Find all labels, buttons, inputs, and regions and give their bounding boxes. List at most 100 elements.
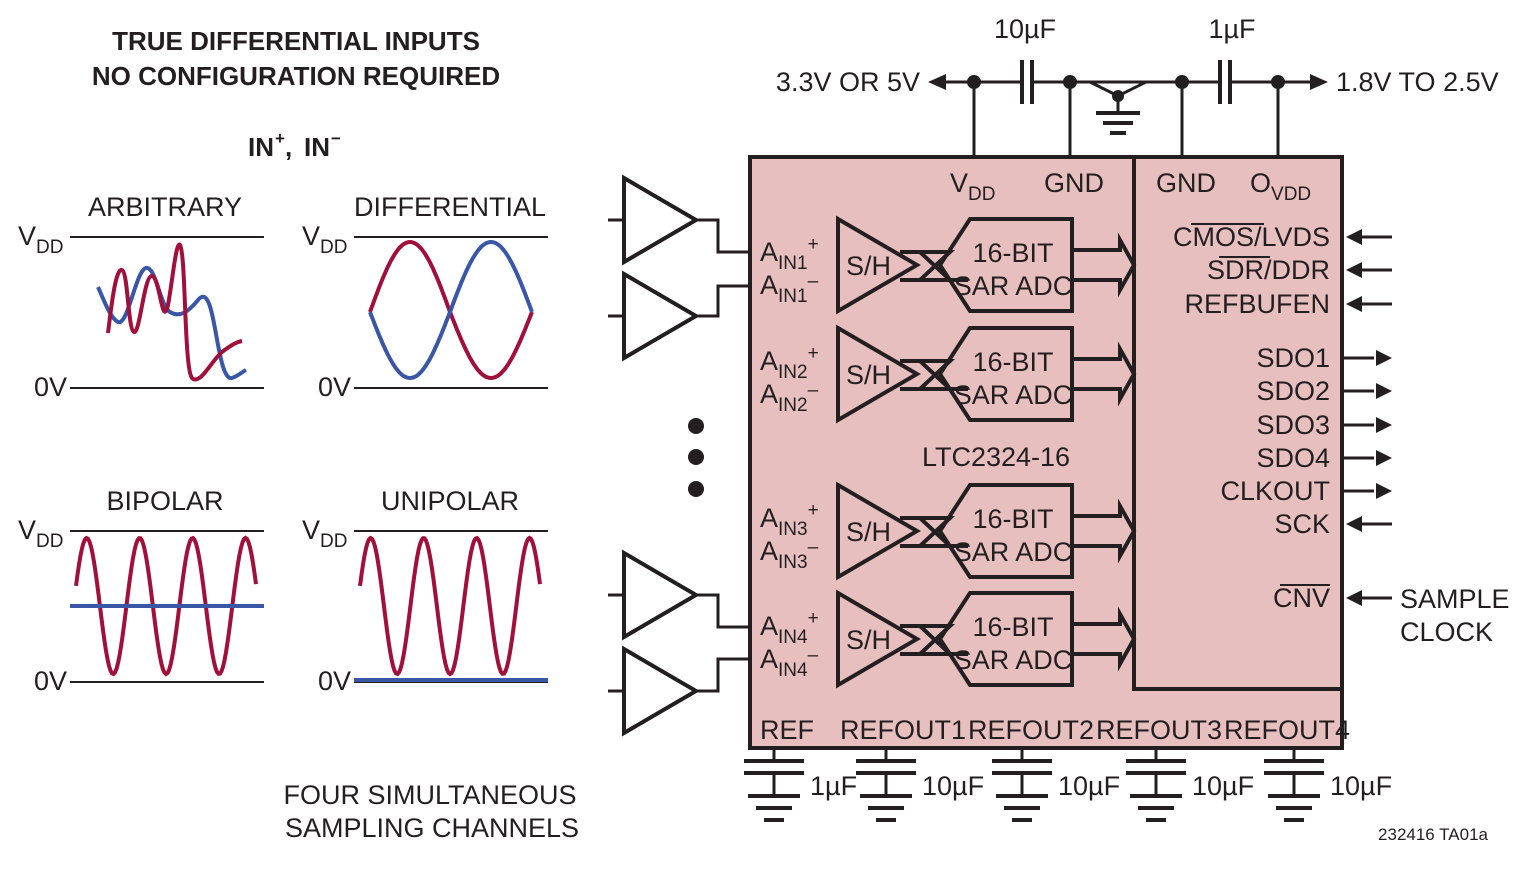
ain1-plus-label: AIN1+ xyxy=(760,234,819,274)
power-network xyxy=(928,60,1328,157)
sample-clock-line-2: CLOCK xyxy=(1400,617,1493,647)
input-drivers xyxy=(608,174,750,737)
adc-bits-label-1: 16-BIT xyxy=(972,238,1053,268)
bipolar-0v-label: 0V xyxy=(34,666,67,696)
differential-in-minus-trace-a xyxy=(368,311,452,381)
refout4-pin-label: REFOUT4 xyxy=(1224,715,1350,745)
differential-title: DIFFERENTIAL xyxy=(354,192,546,222)
digital-pin-labels: CMOS/LVDS SDR/DDR REFBUFEN SDO1 SDO2 SDO… xyxy=(1173,222,1330,613)
adc-type-label-3: SAR ADC xyxy=(954,537,1073,567)
ref-cap-label-2: 10µF xyxy=(922,771,984,801)
refbufen-input-arrow xyxy=(1346,296,1392,312)
differential-in-minus-trace-b xyxy=(448,239,534,313)
sample-hold-1 xyxy=(836,215,921,315)
ref-cap-label-3: 10µF xyxy=(1058,771,1120,801)
differential-0v-label: 0V xyxy=(318,372,351,402)
sample-hold-3 xyxy=(836,481,921,581)
refout3-pin-label: REFOUT3 xyxy=(1096,715,1222,745)
ovdd-cap-label: 1µF xyxy=(1208,14,1255,44)
sdo4-output-arrow xyxy=(1342,450,1392,466)
clkout-pin-label: CLKOUT xyxy=(1220,476,1330,506)
unipolar-0v-label: 0V xyxy=(318,666,351,696)
sample-hold-2 xyxy=(836,324,921,424)
sample-hold-label-3: S/H xyxy=(846,517,891,547)
differential-vdd-label: VDD xyxy=(302,221,347,258)
differential-in-plus-trace-b xyxy=(448,311,534,381)
ref-cap-label-4: 10µF xyxy=(1192,771,1254,801)
data-bus-arrow-3 xyxy=(1072,498,1137,564)
sck-input-arrow xyxy=(1346,516,1392,532)
vdd-cap-label: 10µF xyxy=(994,14,1056,44)
adc-type-label-2: SAR ADC xyxy=(954,380,1073,410)
sample-hold-4 xyxy=(836,589,921,689)
sdo2-pin-label: SDO2 xyxy=(1256,376,1330,406)
ref-cap-2: 10µF xyxy=(856,748,984,822)
legend-plus-superscript: + xyxy=(275,129,285,148)
sdo1-pin-label: SDO1 xyxy=(1256,343,1330,373)
arbitrary-in-minus-trace xyxy=(96,266,247,380)
arbitrary-title: ARBITRARY xyxy=(88,192,242,222)
driver-amp-3 xyxy=(608,549,750,641)
adc-type-label-1: SAR ADC xyxy=(954,271,1073,301)
cnv-input-arrow xyxy=(1346,590,1392,606)
ain3-plus-label: AIN3+ xyxy=(760,500,819,540)
bipolar-vdd-label: VDD xyxy=(18,515,63,552)
ref-cap-3: 10µF xyxy=(992,748,1120,822)
ain4-plus-label: AIN4+ xyxy=(760,608,819,648)
adc-bits-label-2: 16-BIT xyxy=(972,347,1053,377)
ref-pin-label: REF xyxy=(760,715,814,745)
waveform-rails xyxy=(70,236,548,683)
ain2-minus-label: AIN2– xyxy=(760,379,819,416)
sdo3-pin-label: SDO3 xyxy=(1256,410,1330,440)
data-bus-arrow-4 xyxy=(1072,606,1137,672)
ref-cap-5: 10µF xyxy=(1264,748,1392,822)
sck-pin-label: SCK xyxy=(1274,509,1330,539)
right-supply-label: 1.8V TO 2.5V xyxy=(1336,67,1499,97)
sar-adc-3 xyxy=(937,483,1074,579)
arbitrary-0v-label: 0V xyxy=(34,372,67,402)
gnd-pin-label-right: GND xyxy=(1156,168,1216,198)
bipolar-title: BIPOLAR xyxy=(106,486,223,516)
arbitrary-vdd-label: VDD xyxy=(18,221,63,258)
legend-in-minus: IN xyxy=(304,132,330,162)
pin-arrows xyxy=(1342,229,1392,606)
part-number-label: LTC2324-16 xyxy=(922,442,1070,472)
refout2-pin-label: REFOUT2 xyxy=(968,715,1094,745)
adc-bits-label-4: 16-BIT xyxy=(972,612,1053,642)
bipolar-in-plus-trace xyxy=(74,535,258,677)
ain1-minus-label: AIN1– xyxy=(760,270,819,307)
sample-hold-label-4: S/H xyxy=(846,625,891,655)
ain3-minus-label: AIN3– xyxy=(760,536,819,573)
digital-interface-block xyxy=(1132,155,1344,691)
differential-in-plus-trace-a xyxy=(368,239,452,313)
sdo3-output-arrow xyxy=(1342,417,1392,433)
ltc2324-chip-body xyxy=(748,155,1344,750)
more-channels-ellipsis xyxy=(688,418,704,497)
driver-amp-4 xyxy=(608,645,750,737)
sdo1-output-arrow xyxy=(1342,350,1392,366)
sar-adc-4 xyxy=(937,591,1074,687)
refbufen-pin-label: REFBUFEN xyxy=(1184,289,1330,319)
sar-adc-2 xyxy=(937,326,1074,422)
footer-line-2: SAMPLING CHANNELS xyxy=(285,813,579,843)
ref-cap-label-1: 1µF xyxy=(810,771,857,801)
unipolar-title: UNIPOLAR xyxy=(381,486,519,516)
sdr-ddr-pin-label: SDR/DDR xyxy=(1207,255,1330,285)
waveform-traces xyxy=(70,239,548,682)
top-ground-symbol xyxy=(1096,111,1140,135)
cmos-input-arrow xyxy=(1346,229,1392,245)
ain4-minus-label: AIN4– xyxy=(760,644,819,681)
title-line-2: NO CONFIGURATION REQUIRED xyxy=(92,61,500,91)
unipolar-vdd-label: VDD xyxy=(302,515,347,552)
sdr-input-arrow xyxy=(1346,262,1392,278)
ref-cap-1: 1µF xyxy=(744,748,857,822)
ref-cap-label-5: 10µF xyxy=(1330,771,1392,801)
sdo4-pin-label: SDO4 xyxy=(1256,443,1330,473)
sar-adc-1 xyxy=(937,217,1074,313)
